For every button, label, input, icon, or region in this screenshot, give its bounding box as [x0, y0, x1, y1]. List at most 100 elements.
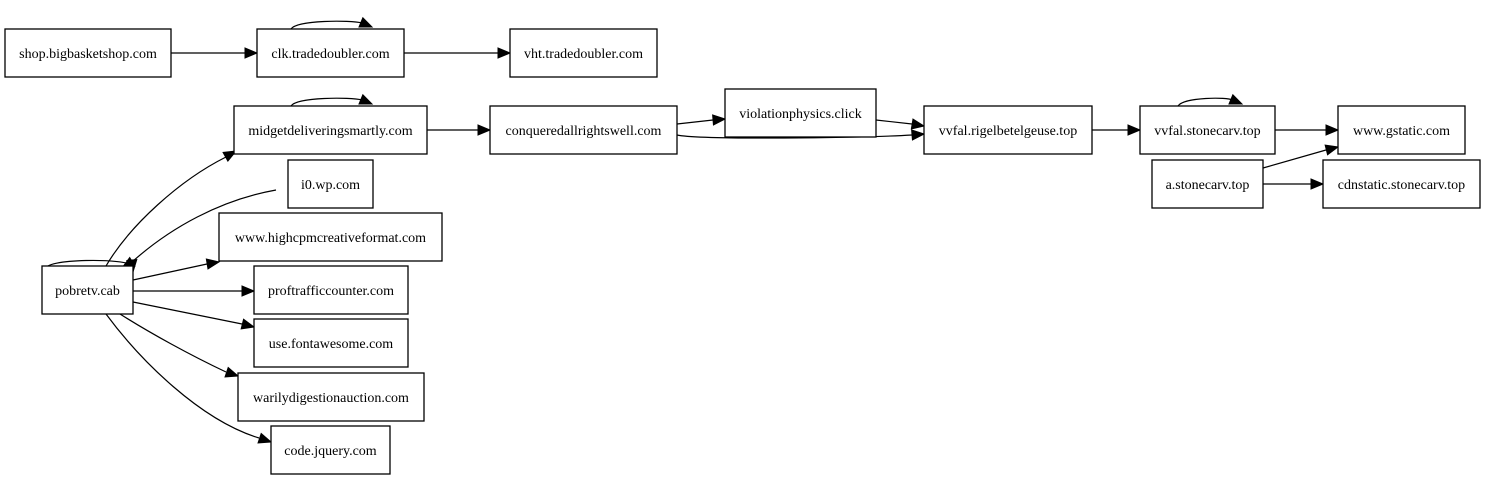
- node-proftraffic: proftrafficcounter.com: [253, 265, 409, 315]
- edges-layer: [45, 16, 1340, 444]
- edge-astone-to-gstatic: [1262, 144, 1340, 169]
- arrowhead-icon: [222, 150, 238, 163]
- node-label: www.gstatic.com: [1353, 124, 1450, 139]
- node-box: [1337, 105, 1466, 155]
- node-label: i0.wp.com: [301, 178, 360, 193]
- node-label: warilydigestionauction.com: [253, 391, 409, 406]
- node-label: www.highcpmcreativeformat.com: [235, 231, 426, 246]
- edge-pobretv-to-warily: [119, 313, 240, 378]
- edge-line: [131, 189, 277, 263]
- node-cdnstatic: cdnstatic.stonecarv.top: [1322, 159, 1481, 209]
- arrowhead-icon: [477, 124, 492, 136]
- node-label: violationphysics.click: [739, 107, 861, 122]
- node-box: [1139, 105, 1276, 155]
- edge-line: [875, 119, 913, 125]
- node-label: code.jquery.com: [284, 444, 376, 459]
- node-label: cdnstatic.stonecarv.top: [1338, 178, 1465, 193]
- edge-vvfal_stone-to-gstatic: [1275, 124, 1340, 136]
- edge-astone-to-cdnstatic: [1263, 178, 1325, 190]
- edge-pobretv-to-highcpm: [132, 258, 221, 281]
- node-violation: violationphysics.click: [724, 88, 877, 138]
- node-label: vvfal.stonecarv.top: [1154, 124, 1260, 139]
- arrowhead-icon: [244, 47, 259, 59]
- arrowhead-icon: [1310, 178, 1325, 190]
- arrowhead-icon: [358, 93, 374, 105]
- node-i0wp: i0.wp.com: [287, 159, 374, 209]
- node-label: vvfal.rigelbetelgeuse.top: [939, 124, 1077, 139]
- arrowhead-icon: [910, 118, 926, 130]
- node-box: [4, 28, 172, 78]
- node-box: [1151, 159, 1264, 209]
- edge-pobretv-to-jquery: [105, 313, 273, 444]
- edge-midget-to-conquer: [427, 124, 492, 136]
- node-box: [233, 105, 428, 155]
- node-label: midgetdeliveringsmartly.com: [248, 124, 412, 139]
- arrowhead-icon: [358, 16, 374, 28]
- edge-conquer-to-violation: [676, 114, 727, 126]
- node-box: [253, 265, 409, 315]
- node-vvfal-rigel: vvfal.rigelbetelgeuse.top: [923, 105, 1093, 155]
- node-box: [287, 159, 374, 209]
- node-astone: a.stonecarv.top: [1151, 159, 1264, 209]
- edge-clk-to-vht: [404, 47, 512, 59]
- arrowhead-icon: [257, 432, 273, 444]
- arrowhead-icon: [1127, 124, 1142, 136]
- node-clk: clk.tradedoubler.com: [256, 28, 405, 78]
- node-label: pobretv.cab: [55, 284, 120, 299]
- edge-vvfal_stone-to-vvfal_stone: [1177, 93, 1244, 107]
- node-box: [41, 265, 134, 315]
- node-box: [1322, 159, 1481, 209]
- node-box: [256, 28, 405, 78]
- node-box: [253, 318, 409, 368]
- node-box: [218, 212, 443, 262]
- edge-line: [676, 119, 714, 125]
- edge-line: [132, 301, 243, 325]
- node-conquer: conqueredallrightswell.com: [489, 105, 678, 155]
- edge-line: [132, 263, 208, 281]
- edge-line: [1177, 97, 1233, 107]
- edge-pobretv-to-midget: [105, 150, 238, 267]
- arrowhead-icon: [1325, 124, 1340, 136]
- node-vht: vht.tradedoubler.com: [509, 28, 658, 78]
- nodes-layer: shop.bigbasketshop.com clk.tradedoubler.c…: [4, 28, 1481, 475]
- edge-line: [1262, 149, 1327, 169]
- node-vvfal-stone: vvfal.stonecarv.top: [1139, 105, 1276, 155]
- node-label: shop.bigbasketshop.com: [19, 47, 157, 62]
- node-gstatic: www.gstatic.com: [1337, 105, 1466, 155]
- edge-conquer-to-vvfal_rigel: [676, 129, 926, 141]
- node-shop: shop.bigbasketshop.com: [4, 28, 172, 78]
- arrowhead-icon: [241, 285, 256, 297]
- node-label: vht.tradedoubler.com: [524, 47, 643, 62]
- node-box: [489, 105, 678, 155]
- arrowhead-icon: [1228, 93, 1244, 105]
- arrowhead-icon: [1324, 144, 1340, 156]
- edge-violation-to-vvfal_rigel: [875, 118, 926, 130]
- node-box: [270, 425, 391, 475]
- node-box: [237, 372, 425, 422]
- edge-pobretv-to-fontawesome: [132, 301, 256, 330]
- edge-line: [119, 313, 227, 373]
- node-box: [724, 88, 877, 138]
- node-pobretv: pobretv.cab: [41, 265, 134, 315]
- edge-line: [105, 156, 227, 267]
- node-label: proftrafficcounter.com: [268, 284, 394, 299]
- node-label: conqueredallrightswell.com: [506, 124, 662, 139]
- edge-shop-to-clk: [171, 47, 259, 59]
- node-fontawesome: use.fontawesome.com: [253, 318, 409, 368]
- node-label: a.stonecarv.top: [1166, 178, 1250, 193]
- arrowhead-icon: [205, 258, 221, 270]
- edge-line: [290, 20, 363, 30]
- arrowhead-icon: [240, 318, 256, 330]
- node-box: [923, 105, 1093, 155]
- edge-vvfal_rigel-to-vvfal_stone: [1092, 124, 1142, 136]
- arrowhead-icon: [224, 366, 240, 378]
- edge-line: [105, 313, 260, 439]
- node-label: clk.tradedoubler.com: [271, 47, 389, 62]
- edge-clk-to-clk: [290, 16, 374, 30]
- node-midget: midgetdeliveringsmartly.com: [233, 105, 428, 155]
- edge-pobretv-to-proftraffic: [133, 285, 256, 297]
- node-box: [509, 28, 658, 78]
- node-label: use.fontawesome.com: [269, 337, 394, 352]
- node-highcpm: www.highcpmcreativeformat.com: [218, 212, 443, 262]
